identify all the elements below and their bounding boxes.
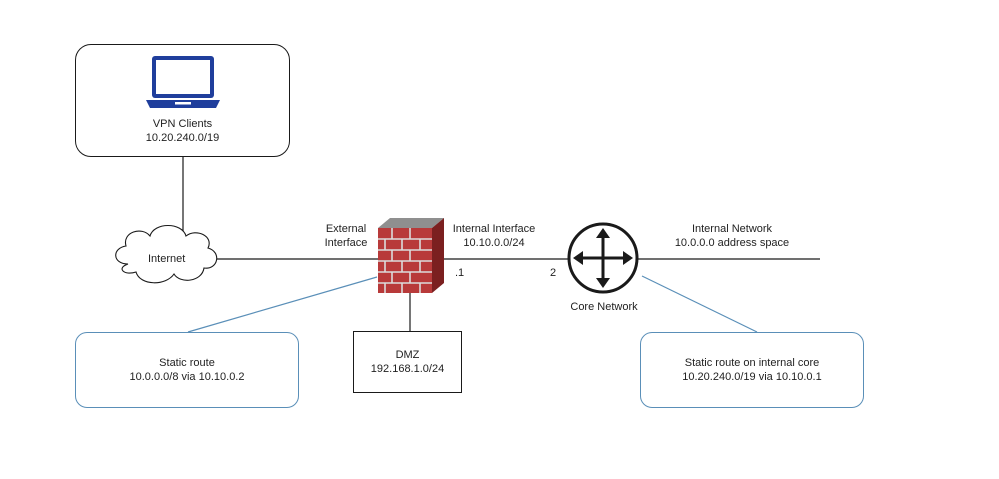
external-label-line-2: Interface — [324, 237, 368, 249]
internal-interface-subnet: 10.10.0.0/24 — [463, 237, 525, 249]
dmz-title: DMZ — [395, 349, 420, 361]
static-route-title: Static route — [159, 357, 215, 369]
internet-label: Internet — [148, 253, 186, 265]
static-route-box: Static route 10.0.0.0/8 via 10.10.0.2 — [75, 332, 299, 408]
dmz-subnet: 192.168.1.0/24 — [370, 363, 445, 375]
core-static-route-title: Static route on internal core — [684, 357, 820, 369]
laptop-icon — [145, 56, 220, 108]
router-icon — [567, 222, 639, 294]
core-side-ip-label: 2 — [550, 267, 557, 279]
firewall-icon — [378, 218, 444, 293]
vpn-clients-subnet: 10.20.240.0/19 — [145, 132, 220, 144]
internal-network-title: Internal Network — [691, 223, 773, 235]
dmz-box: DMZ 192.168.1.0/24 — [353, 331, 462, 393]
core-network-label: Core Network — [570, 301, 638, 313]
vpn-clients-title: VPN Clients — [152, 118, 213, 130]
static-route-detail: 10.0.0.0/8 via 10.10.0.2 — [129, 371, 245, 383]
internal-interface-title: Internal Interface — [452, 223, 536, 235]
external-interface-label: External Interface — [316, 222, 376, 250]
route-right-callout — [641, 275, 758, 333]
external-label-line-1: External — [325, 223, 367, 235]
internal-network-space: 10.0.0.0 address space — [674, 237, 790, 249]
route-left-callout — [187, 276, 378, 333]
core-static-route-detail: 10.20.240.0/19 via 10.10.0.1 — [682, 371, 822, 383]
internal-interface-label: Internal Interface 10.10.0.0/24 — [446, 222, 542, 250]
internal-network-label: Internal Network 10.0.0.0 address space — [662, 222, 802, 250]
internet-cloud-icon — [115, 224, 218, 284]
vpn-clients-box: VPN Clients 10.20.240.0/19 — [75, 44, 290, 157]
core-static-route-box: Static route on internal core 10.20.240.… — [640, 332, 864, 408]
firewall-side-ip-label: .1 — [455, 267, 465, 279]
